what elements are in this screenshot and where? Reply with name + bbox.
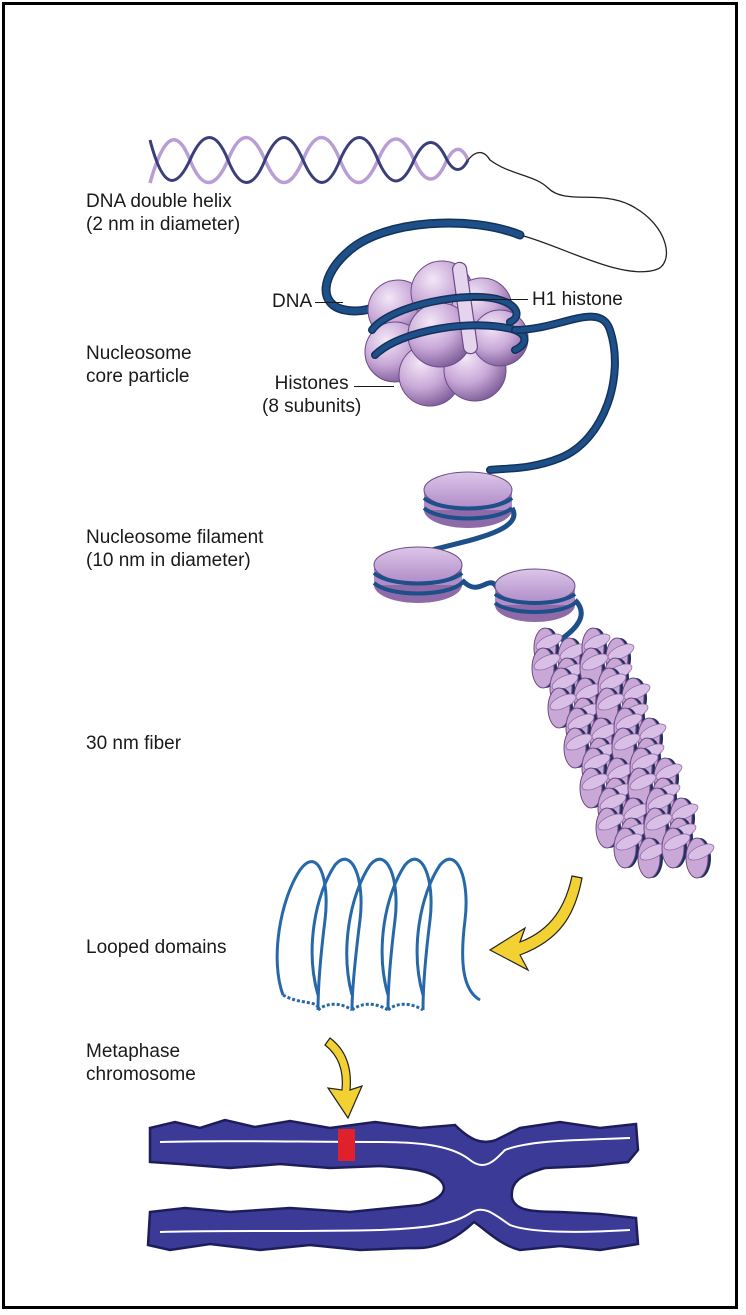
nucleosome-disk (495, 569, 575, 622)
arrow-to-looped-domains (490, 876, 582, 970)
label-h1-histone: H1 histone (532, 288, 623, 311)
label-30nm-fiber: 30 nm fiber (86, 732, 181, 755)
label-nucleosome-filament: Nucleosome filament (10 nm in diameter) (86, 526, 263, 572)
label-dna-double-helix: DNA double helix (2 nm in diameter) (86, 190, 240, 236)
label-metaphase-chromosome: Metaphase chromosome (86, 1040, 196, 1086)
nucleosome-filament (374, 472, 581, 640)
metaphase-chromosome (148, 1120, 638, 1250)
nucleosome-disk (424, 472, 512, 528)
pointer-dna (315, 302, 343, 303)
looped-domains (277, 859, 480, 1010)
chromosome-red-band (338, 1129, 355, 1161)
label-dna: DNA (272, 290, 312, 313)
arrow-to-metaphase-chromosome (325, 1038, 362, 1118)
label-histones: Histones (8 subunits) (262, 372, 361, 418)
single-dna-strand (468, 153, 666, 272)
fiber-disk (686, 838, 716, 878)
label-nucleosome-core-particle: Nucleosome core particle (86, 342, 192, 388)
thirty-nm-fiber (532, 628, 716, 878)
nucleosome-disk (374, 547, 462, 603)
pointer-histones (354, 386, 394, 387)
label-looped-domains: Looped domains (86, 936, 227, 959)
pointer-h1-histone (472, 299, 528, 300)
histone-octamer (365, 261, 528, 406)
